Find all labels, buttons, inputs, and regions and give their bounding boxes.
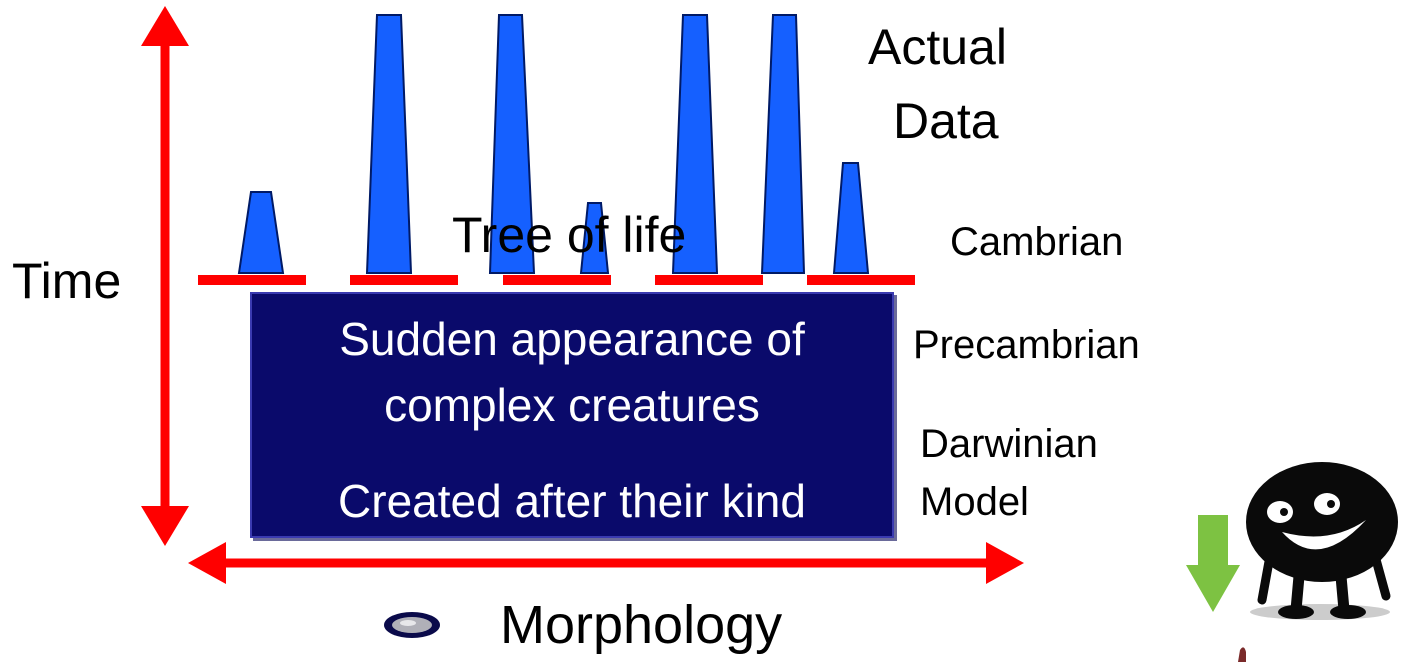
precambrian-label: Precambrian: [913, 323, 1140, 367]
morphology-spikes: [237, 14, 870, 274]
double-arrow-horizontal-icon: [188, 542, 1024, 584]
darwinian-model-label-line2: Model: [920, 480, 1029, 524]
baseline-segment: [503, 275, 611, 285]
spike: [488, 14, 536, 274]
darwinian-model-label-line1: Darwinian: [920, 422, 1098, 466]
darwinian-model-box: Sudden appearance of complex creatures C…: [250, 292, 894, 538]
cambrian-baseline: [198, 275, 915, 285]
baseline-segment: [655, 275, 763, 285]
baseline-segment: [350, 275, 458, 285]
actual-data-label-line2: Data: [893, 93, 999, 149]
baseline-segment: [807, 275, 915, 285]
baseline-segment: [198, 275, 306, 285]
disc-icon: [384, 612, 440, 638]
time-axis-label: Time: [12, 253, 122, 309]
spike: [832, 162, 870, 274]
double-arrow-vertical-icon: [141, 6, 189, 546]
down-arrow-icon: [1186, 515, 1240, 612]
spike: [671, 14, 719, 274]
mascot-icon: [1246, 462, 1398, 620]
box-text-line1: Sudden appearance of: [339, 313, 805, 365]
spike: [579, 202, 610, 274]
box-text-line2: complex creatures: [384, 379, 760, 431]
actual-data-label-line1: Actual: [868, 19, 1007, 75]
spike: [237, 191, 285, 274]
tree-of-life-label: Tree of life: [452, 207, 687, 263]
spike: [365, 14, 413, 274]
fragment-mark: [1238, 647, 1246, 662]
morphology-axis-label: Morphology: [500, 595, 783, 655]
spike: [760, 14, 806, 274]
box-text-line3: Created after their kind: [338, 475, 806, 527]
cambrian-label: Cambrian: [950, 220, 1124, 264]
